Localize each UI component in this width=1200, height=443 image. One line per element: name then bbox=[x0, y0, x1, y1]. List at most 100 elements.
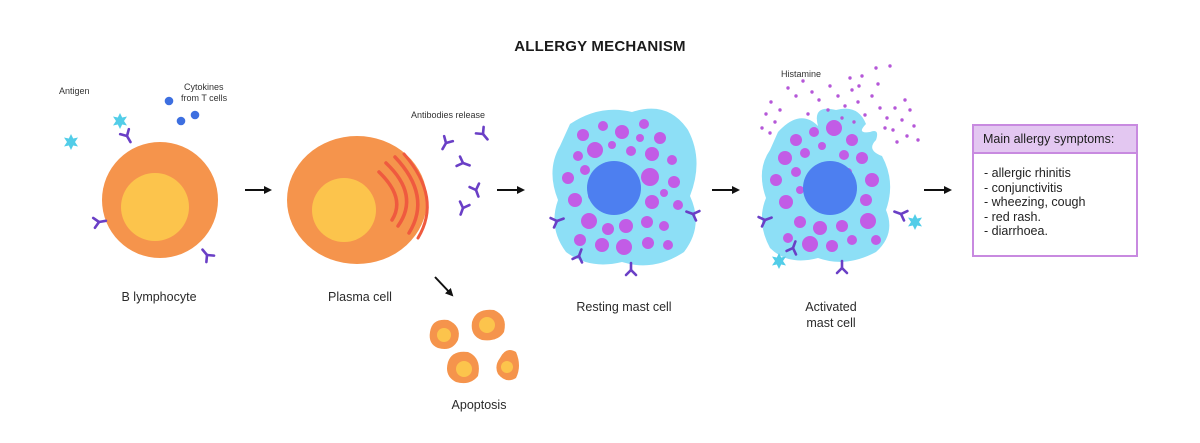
granule-icon bbox=[828, 84, 832, 88]
granule-icon bbox=[580, 165, 590, 175]
granule-icon bbox=[773, 120, 777, 124]
granule-icon bbox=[888, 64, 892, 68]
antigen-icon bbox=[64, 134, 78, 150]
symptom-item: - red rash. bbox=[984, 209, 1041, 224]
antigen-label: Antigen bbox=[59, 86, 90, 96]
granule-icon bbox=[852, 120, 856, 124]
antibody-icon bbox=[455, 155, 473, 172]
granule-icon bbox=[863, 113, 867, 117]
granule-icon bbox=[878, 106, 882, 110]
granule-icon bbox=[908, 108, 912, 112]
plasma-cell-caption: Plasma cell bbox=[328, 290, 392, 304]
granule-icon bbox=[895, 140, 899, 144]
arrow-diagonal-icon bbox=[434, 276, 454, 297]
granule-icon bbox=[645, 195, 659, 209]
granule-icon bbox=[668, 176, 680, 188]
activated-mast-cell bbox=[757, 108, 922, 275]
resting-mast-cell bbox=[549, 108, 701, 277]
granule-icon bbox=[619, 219, 633, 233]
antibody-icon bbox=[468, 182, 485, 200]
antigen-icon bbox=[113, 113, 127, 129]
granule-icon bbox=[760, 126, 764, 130]
granule-icon bbox=[871, 235, 881, 245]
granule-icon bbox=[883, 126, 887, 130]
granule-icon bbox=[659, 221, 669, 231]
granule-icon bbox=[796, 186, 804, 194]
granule-icon bbox=[616, 239, 632, 255]
granule-icon bbox=[865, 173, 879, 187]
granule-icon bbox=[912, 124, 916, 128]
resting-mast-cell-caption: Resting mast cell bbox=[576, 300, 672, 314]
granule-icon bbox=[764, 112, 768, 116]
granule-icon bbox=[608, 141, 616, 149]
cytokines-label-line2: from T cells bbox=[181, 93, 228, 103]
granule-icon bbox=[778, 151, 792, 165]
antibody-icon bbox=[474, 125, 493, 144]
granule-icon bbox=[636, 134, 644, 142]
granule-icon bbox=[783, 233, 793, 243]
granule-icon bbox=[770, 120, 881, 252]
granule-icon bbox=[860, 74, 864, 78]
granule-icon bbox=[848, 76, 852, 80]
antibodies-release-label: Antibodies release bbox=[411, 110, 486, 120]
granule-icon bbox=[813, 221, 827, 235]
symptoms-panel: Main allergy symptoms: - allergic rhinit… bbox=[972, 124, 1138, 257]
antibody-icon bbox=[454, 200, 471, 218]
granule-icon bbox=[826, 108, 830, 112]
activated-caption-line1: Activated bbox=[805, 300, 857, 314]
cytokine-icon bbox=[190, 110, 200, 120]
granule-icon bbox=[641, 216, 653, 228]
cytokine-icon bbox=[176, 116, 186, 126]
granule-icon bbox=[770, 174, 782, 186]
granule-icon bbox=[903, 98, 907, 102]
activated-caption-line2: mast cell bbox=[806, 316, 856, 330]
granule-icon bbox=[663, 240, 673, 250]
granule-icon bbox=[876, 82, 880, 86]
granule-icon bbox=[885, 116, 889, 120]
granule-icon bbox=[779, 195, 793, 209]
granule-icon bbox=[573, 151, 583, 161]
b-lymphocyte-caption: B lymphocyte bbox=[121, 290, 197, 304]
granule-icon bbox=[642, 237, 654, 249]
granule-icon bbox=[856, 100, 860, 104]
cytokines-label-line1: Cytokines bbox=[184, 82, 224, 92]
granule-icon bbox=[806, 112, 810, 116]
granule-icon bbox=[860, 213, 876, 229]
granule-icon bbox=[847, 235, 857, 245]
symptom-item: - diarrhoea. bbox=[984, 224, 1048, 238]
granule-icon bbox=[568, 193, 582, 207]
apoptosis-caption: Apoptosis bbox=[451, 398, 507, 412]
granule-icon bbox=[840, 116, 844, 120]
histamine-label: Histamine bbox=[781, 69, 822, 79]
b-lymphocyte-cell bbox=[91, 127, 218, 264]
granule-icon bbox=[667, 155, 677, 165]
symptom-item: - wheezing, cough bbox=[984, 195, 1086, 209]
antigen-icon bbox=[908, 214, 922, 230]
granule-icon bbox=[673, 200, 683, 210]
granule-icon bbox=[850, 88, 854, 92]
symptoms-list: - allergic rhinitis - conjunctivitis - w… bbox=[974, 154, 1136, 239]
symptom-item: - conjunctivitis bbox=[984, 180, 1063, 195]
granule-icon bbox=[794, 94, 798, 98]
granule-icon bbox=[598, 121, 608, 131]
symptom-item: - allergic rhinitis bbox=[984, 166, 1071, 180]
granule-icon bbox=[836, 220, 848, 232]
granule-icon bbox=[818, 142, 826, 150]
granule-icon bbox=[641, 168, 659, 186]
granule-icon bbox=[817, 98, 821, 102]
apoptotic-bodies bbox=[429, 309, 519, 384]
granule-icon bbox=[786, 86, 790, 90]
granule-icon bbox=[595, 238, 609, 252]
diagram-title: ALLERGY MECHANISM bbox=[514, 38, 686, 55]
granule-icon bbox=[768, 131, 772, 135]
granule-icon bbox=[769, 100, 773, 104]
granule-icon bbox=[900, 118, 904, 122]
granule-icon bbox=[891, 128, 895, 132]
granule-icon bbox=[893, 106, 897, 110]
granule-icon bbox=[846, 134, 858, 146]
granule-icon bbox=[905, 134, 909, 138]
granule-icon bbox=[801, 79, 805, 83]
granule-icon bbox=[843, 104, 847, 108]
granule-icon bbox=[639, 119, 649, 129]
